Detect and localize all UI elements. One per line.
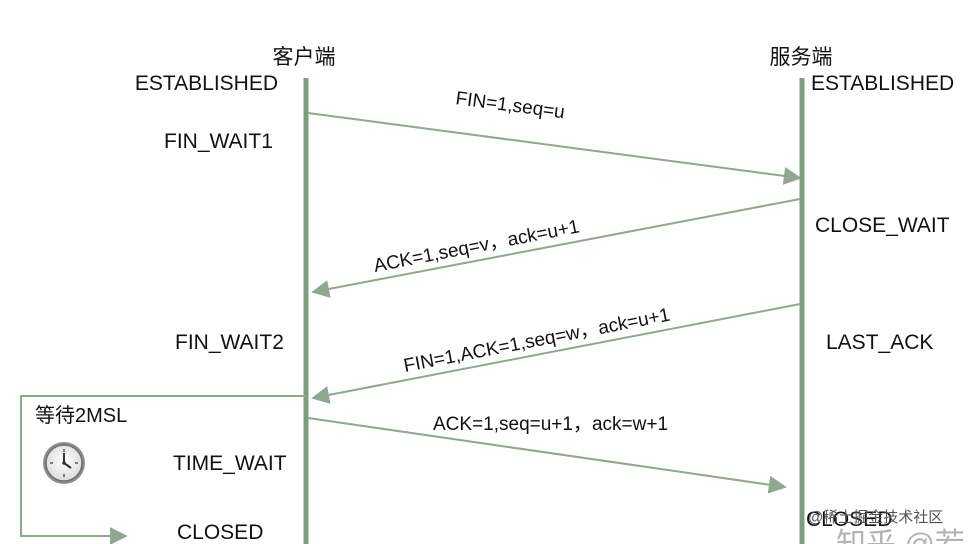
server-state-closed: CLOSED <box>806 508 892 531</box>
client-state-established: ESTABLISHED <box>135 72 278 95</box>
message-label-ack-2: ACK=1,seq=u+1，ack=w+1 <box>433 414 668 435</box>
client-title: 客户端 <box>273 46 336 69</box>
clock-icon <box>43 442 85 484</box>
server-state-last-ack: LAST_ACK <box>826 331 933 354</box>
server-state-established: ESTABLISHED <box>811 72 954 95</box>
client-state-fin-wait2: FIN_WAIT2 <box>175 331 284 354</box>
wait-2msl-bracket <box>20 395 306 544</box>
message-label-fin-2: FIN=1,ACK=1,seq=w，ack=u+1 <box>402 305 672 377</box>
client-state-time-wait: TIME_WAIT <box>173 452 287 475</box>
message-label-fin-1: FIN=1,seq=u <box>454 88 566 123</box>
client-state-closed: CLOSED <box>177 521 263 544</box>
watermark-large: 知乎 @若 <box>836 528 965 544</box>
server-state-close-wait: CLOSE_WAIT <box>815 214 950 237</box>
wait-2msl-label: 等待2MSL <box>35 404 127 427</box>
message-arrow-fin-2 <box>311 303 801 404</box>
client-state-fin-wait1: FIN_WAIT1 <box>164 130 273 153</box>
message-arrow-ack-2 <box>307 417 787 494</box>
watermark-small: @稀土掘金技术社区 <box>808 509 943 526</box>
message-arrow-fin-1 <box>307 112 802 185</box>
server-title: 服务端 <box>770 46 833 69</box>
message-arrow-ack-1 <box>311 198 801 298</box>
